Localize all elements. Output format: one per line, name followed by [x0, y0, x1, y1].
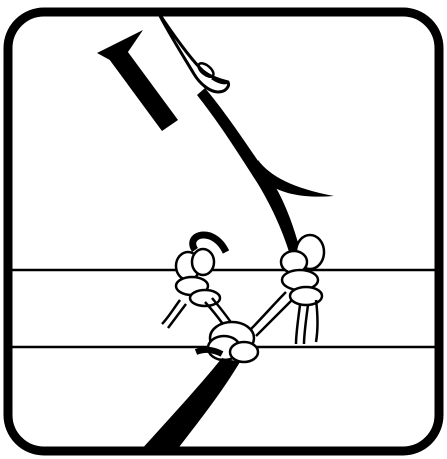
instruction-pictogram [0, 0, 447, 459]
pictogram-background [0, 0, 447, 459]
